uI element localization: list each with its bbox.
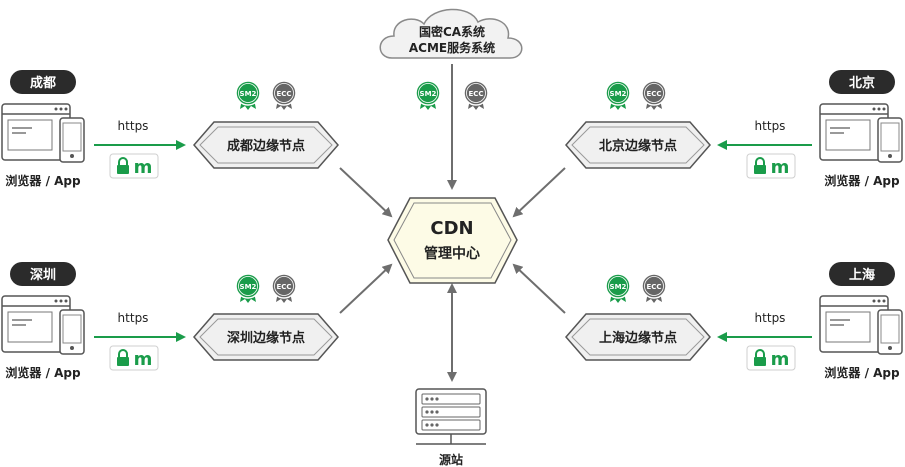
svg-text:m: m bbox=[134, 349, 153, 370]
edge-node-shenzhen: 深圳边缘节点 bbox=[193, 313, 339, 361]
edge-node-beijing: 北京边缘节点 bbox=[565, 121, 711, 169]
cdn-hexagon bbox=[387, 197, 518, 284]
secure-lock-icon: m bbox=[746, 153, 796, 179]
protocol-label: https bbox=[118, 119, 149, 133]
arrow-beijing-to-cdn bbox=[512, 167, 566, 218]
browser-app-icon bbox=[819, 103, 903, 163]
ecc-badge-icon: ECC bbox=[463, 80, 489, 110]
cdn-hexagon-inner bbox=[393, 202, 512, 279]
sm2-badge-label: SM2 bbox=[610, 90, 627, 98]
client-caption: 浏览器 / App bbox=[5, 365, 81, 380]
sm2-badge-label: SM2 bbox=[610, 283, 627, 291]
sm2-badge-label: SM2 bbox=[240, 283, 257, 291]
secure-lock-icon: m bbox=[109, 153, 159, 179]
cdn-management-center: CDN 管理中心 bbox=[387, 197, 518, 284]
city-label: 深圳 bbox=[30, 267, 56, 283]
protocol-label: https bbox=[118, 311, 149, 325]
server-slot-2 bbox=[421, 406, 481, 418]
svg-text:m: m bbox=[134, 157, 153, 178]
browser-app-icon bbox=[819, 295, 903, 355]
edge-node-label: 深圳边缘节点 bbox=[227, 330, 305, 346]
sm2-badge-label: SM2 bbox=[240, 90, 257, 98]
secure-lock-icon: m bbox=[746, 345, 796, 371]
svg-text:m: m bbox=[771, 157, 790, 178]
ecc-badge-label: ECC bbox=[276, 90, 291, 98]
cloud-line2: ACME服务系统 bbox=[409, 40, 495, 55]
edge-node-shanghai: 上海边缘节点 bbox=[565, 313, 711, 361]
cloud-shape bbox=[379, 8, 523, 59]
arrow-shanghai-to-cdn bbox=[512, 263, 566, 314]
city-pill bbox=[829, 70, 895, 94]
svg-text:m: m bbox=[771, 349, 790, 370]
server-slot-1 bbox=[421, 393, 481, 405]
sm2-badge-icon: SM2 bbox=[235, 273, 261, 303]
server-slot-3 bbox=[421, 419, 481, 431]
sm2-badge-label: SM2 bbox=[420, 90, 437, 98]
edge-node-chengdu: 成都边缘节点 bbox=[193, 121, 339, 169]
ecc-badge-label: ECC bbox=[276, 283, 291, 291]
connection-arrows bbox=[339, 64, 566, 382]
cloud-line1: 国密CA系统 bbox=[419, 24, 485, 39]
ecc-badge-icon: ECC bbox=[641, 273, 667, 303]
ecc-badge-label: ECC bbox=[646, 283, 661, 291]
client-caption: 浏览器 / App bbox=[5, 173, 81, 188]
cdn-title: CDN bbox=[430, 218, 473, 239]
sm2-badge-icon: SM2 bbox=[235, 80, 261, 110]
city-pill bbox=[829, 262, 895, 286]
city-pill bbox=[10, 262, 76, 286]
browser-app-icon bbox=[1, 103, 85, 163]
ecc-badge-icon: ECC bbox=[271, 80, 297, 110]
edge-node-label: 上海边缘节点 bbox=[599, 330, 677, 346]
origin-server: 源站 bbox=[415, 388, 487, 467]
city-label: 成都 bbox=[30, 75, 56, 91]
client-caption: 浏览器 / App bbox=[824, 173, 900, 188]
sm2-badge-icon: SM2 bbox=[415, 80, 441, 110]
protocol-label: https bbox=[755, 119, 786, 133]
arrow-shenzhen-to-cdn bbox=[339, 263, 393, 314]
ecc-badge-icon: ECC bbox=[271, 273, 297, 303]
ecc-badge-icon: ECC bbox=[641, 80, 667, 110]
sm2-badge-icon: SM2 bbox=[605, 273, 631, 303]
origin-label: 源站 bbox=[439, 452, 463, 467]
ecc-badge-label: ECC bbox=[468, 90, 483, 98]
browser-app-icon bbox=[1, 295, 85, 355]
protocol-label: https bbox=[755, 311, 786, 325]
client-caption: 浏览器 / App bbox=[824, 365, 900, 380]
sm2-badge-icon: SM2 bbox=[605, 80, 631, 110]
city-label: 上海 bbox=[849, 267, 875, 283]
city-label: 北京 bbox=[849, 75, 875, 91]
secure-lock-icon: m bbox=[109, 345, 159, 371]
ecc-badge-label: ECC bbox=[646, 90, 661, 98]
cdn-subtitle: 管理中心 bbox=[424, 245, 480, 262]
server-leds bbox=[425, 397, 439, 427]
ca-acme-cloud: 国密CA系统 ACME服务系统 bbox=[379, 8, 523, 59]
edge-node-label: 北京边缘节点 bbox=[599, 138, 677, 154]
city-pill bbox=[10, 70, 76, 94]
arrow-chengdu-to-cdn bbox=[339, 167, 393, 218]
edge-node-label: 成都边缘节点 bbox=[227, 138, 305, 154]
